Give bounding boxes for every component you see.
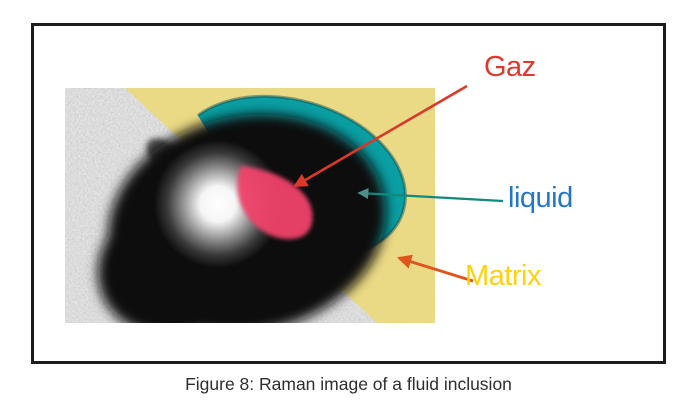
raman-photo-svg — [65, 88, 435, 323]
gas-region — [237, 166, 313, 240]
liquid-label: liquid — [508, 182, 573, 214]
gas-label: Gaz — [484, 51, 536, 83]
matrix-label: Matrix — [465, 260, 541, 292]
raman-photo — [65, 88, 435, 323]
figure-caption: Figure 8: Raman image of a fluid inclusi… — [185, 374, 512, 394]
